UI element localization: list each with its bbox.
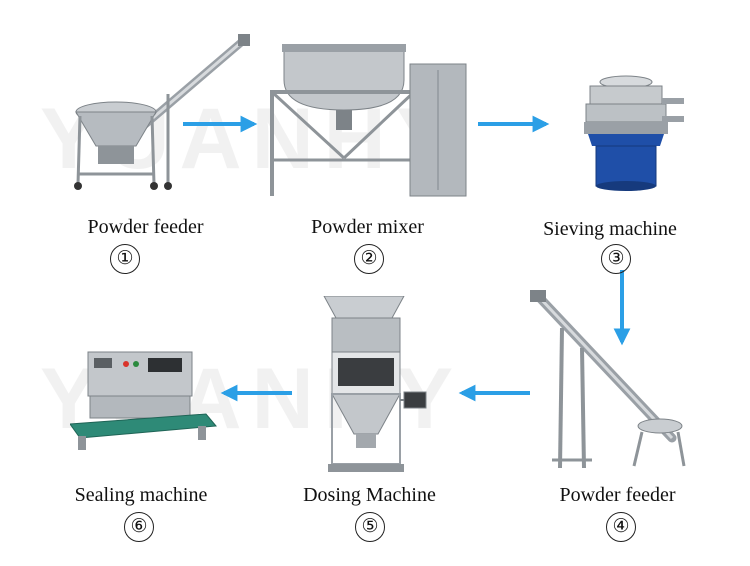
step-2-number: ② <box>354 244 384 274</box>
dosing-machine-illustration <box>323 296 427 472</box>
step-2-label: Powder mixer <box>311 216 424 238</box>
powder-feeder-1-illustration <box>74 34 250 190</box>
step-3-number: ③ <box>601 244 631 274</box>
step-4-number: ④ <box>606 512 636 542</box>
step-4-label: Powder feeder <box>559 484 676 506</box>
step-1-label: Powder feeder <box>87 216 204 238</box>
sieving-machine-illustration <box>584 75 684 191</box>
sealing-machine-illustration <box>70 351 217 450</box>
powder-mixer-illustration <box>270 44 467 197</box>
step-5-label: Dosing Machine <box>303 484 436 506</box>
step-5-number: ⑤ <box>355 512 385 542</box>
step-3-label: Sieving machine <box>543 218 677 240</box>
step-6-label: Sealing machine <box>74 484 208 506</box>
step-6-number: ⑥ <box>124 512 154 542</box>
powder-feeder-4-illustration <box>530 290 686 469</box>
step-1-number: ① <box>110 244 140 274</box>
